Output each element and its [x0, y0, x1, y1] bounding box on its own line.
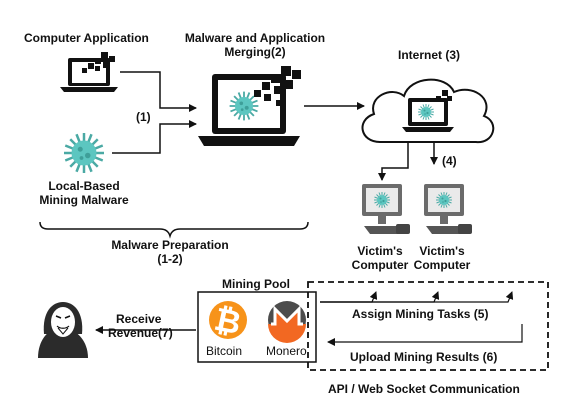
step-1-label: (1) — [136, 110, 151, 124]
bitcoin-label: Bitcoin — [206, 344, 243, 358]
monero-label: Monero — [266, 344, 307, 358]
assign-arrow-2 — [320, 291, 440, 303]
receive-revenue-label-1: Receive — [116, 312, 162, 326]
victim-computer-label-1b: Computer — [351, 258, 409, 272]
computer-application-label: Computer Application — [24, 31, 149, 45]
monero-icon — [268, 301, 306, 343]
cloud-icon — [361, 78, 495, 144]
laptop-icon — [198, 66, 301, 146]
malware-merging-label-1: Malware and Application — [184, 31, 326, 45]
receive-revenue-label-2: Revenue(7) — [108, 326, 173, 340]
laptop-icon — [60, 52, 118, 92]
assign-arrow-1 — [320, 291, 378, 303]
mining-pool-label: Mining Pool — [222, 277, 290, 291]
upload-results-arrow — [327, 324, 523, 346]
victim-computer-label-2b: Computer — [413, 258, 471, 272]
arrow-malware-to-merge — [112, 120, 197, 154]
malware-preparation-label-2: (1-2) — [157, 252, 183, 266]
virus-icon — [62, 131, 106, 175]
desktop-icon — [362, 184, 410, 234]
arrow-internet-to-victim1 — [378, 142, 409, 181]
malware-preparation-brace — [39, 221, 309, 239]
local-mining-label-2: Mining Malware — [39, 193, 129, 207]
api-websocket-box — [307, 281, 549, 371]
upload-mining-results-label: Upload Mining Results (6) — [350, 350, 498, 364]
internet-label: Internet (3) — [398, 48, 461, 62]
step-4-label: (4) — [442, 154, 457, 168]
api-websocket-label: API / Web Socket Communication — [328, 382, 520, 396]
arrow-app-to-merge — [120, 71, 197, 112]
bitcoin-icon: ₿ — [209, 301, 247, 341]
assign-mining-tasks-label: Assign Mining Tasks (5) — [352, 307, 489, 321]
victim-computer-label-2a: Victim's — [419, 244, 465, 258]
local-mining-label-1: Local-Based — [48, 179, 120, 193]
assign-arrow-3 — [320, 291, 514, 303]
hacker-icon — [38, 302, 88, 358]
malware-preparation-label-1: Malware Preparation — [111, 238, 229, 252]
malware-merging-label-2: Merging(2) — [224, 45, 286, 59]
desktop-icon — [424, 184, 472, 234]
victim-computer-label-1a: Victim's — [357, 244, 403, 258]
